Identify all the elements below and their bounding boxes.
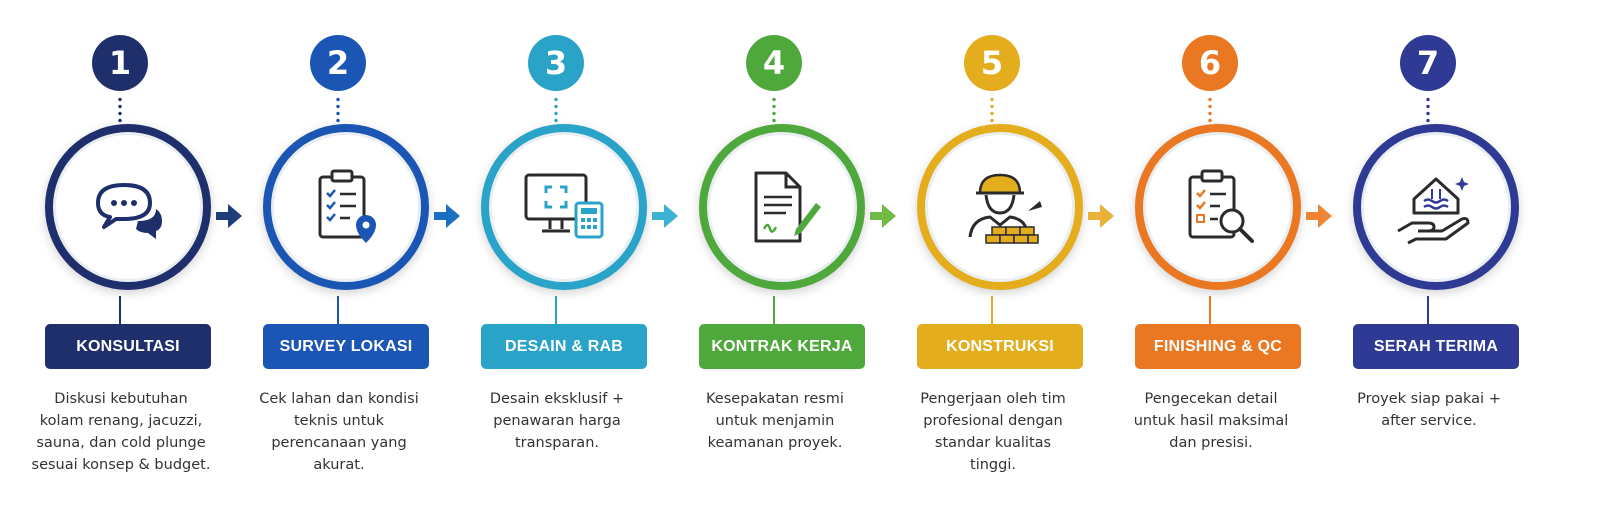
dotted-connector: [554, 96, 558, 124]
step-number-badge: 4: [746, 35, 802, 91]
step-7: 7 SERAH TERIMA Proyek siap pakai + after s…: [1316, 0, 1540, 530]
description-line: untuk menjamin: [715, 413, 835, 429]
description-line: Desain eksklusif +: [489, 391, 625, 407]
step-title: KONTRAK KERJA: [699, 324, 865, 369]
step-6: 6 FINISHING & QC Pengecekan detail untuk h…: [1098, 0, 1322, 530]
description-line: akurat.: [313, 457, 365, 473]
label-connector: [773, 296, 775, 324]
step-5: 5 KONSTRUKSI Pengerjaan oleh tim profesion…: [880, 0, 1104, 530]
description-line: penawaran harga: [493, 413, 621, 429]
dotted-connector: [1426, 96, 1430, 124]
dotted-connector: [990, 96, 994, 124]
step-description: Proyek siap pakai + after service.: [1326, 388, 1532, 432]
step-icon-circle: [699, 124, 865, 290]
label-connector: [555, 296, 557, 324]
description-line: sauna, dan cold plunge: [36, 435, 206, 451]
description-line: tinggi.: [970, 457, 1016, 473]
step-4: 4 KONTRAK KERJA Kesepakatan resmi untuk me…: [662, 0, 886, 530]
label-connector: [1427, 296, 1429, 324]
description-line: untuk hasil maksimal: [1133, 413, 1289, 429]
description-line: teknis untuk: [293, 413, 385, 429]
description-line: dan presisi.: [1169, 435, 1253, 451]
description-line: after service.: [1381, 413, 1477, 429]
step-3: 3 DESAIN & RAB Desain eksklusif + penawara…: [444, 0, 668, 530]
step-icon-circle: [481, 124, 647, 290]
dotted-connector: [118, 96, 122, 124]
description-line: profesional dengan: [923, 413, 1063, 429]
step-icon-circle: [917, 124, 1083, 290]
step-title: FINISHING & QC: [1135, 324, 1301, 369]
step-description: Diskusi kebutuhan kolam renang, jacuzzi, s…: [18, 388, 224, 476]
step-icon-circle: [1135, 124, 1301, 290]
step-icon-circle: [1353, 124, 1519, 290]
step-number-badge: 1: [92, 35, 148, 91]
dotted-connector: [1208, 96, 1212, 124]
step-description: Pengecekan detail untuk hasil maksimal dan…: [1108, 388, 1314, 454]
step-icon-circle: [45, 124, 211, 290]
step-description: Kesepakatan resmi untuk menjamin keamanan …: [672, 388, 878, 454]
arrow-right-icon: [652, 204, 678, 228]
description-line: keamanan proyek.: [707, 435, 843, 451]
description-line: Pengerjaan oleh tim: [920, 391, 1066, 407]
step-title: SURVEY LOKASI: [263, 324, 429, 369]
label-connector: [337, 296, 339, 324]
step-title: KONSULTASI: [45, 324, 211, 369]
label-connector: [1209, 296, 1211, 324]
step-number-badge: 5: [964, 35, 1020, 91]
description-line: Proyek siap pakai +: [1357, 391, 1501, 407]
arrow-right-icon: [1088, 204, 1114, 228]
description-line: Cek lahan dan kondisi: [259, 391, 419, 407]
dotted-connector: [772, 96, 776, 124]
step-number-badge: 7: [1400, 35, 1456, 91]
step-icon-circle: [263, 124, 429, 290]
description-line: Pengecekan detail: [1144, 391, 1278, 407]
step-description: Desain eksklusif + penawaran harga transpa…: [454, 388, 660, 454]
step-title: SERAH TERIMA: [1353, 324, 1519, 369]
arrow-right-icon: [434, 204, 460, 228]
description-line: kolam renang, jacuzzi,: [39, 413, 203, 429]
arrow-right-icon: [1306, 204, 1332, 228]
description-line: Diskusi kebutuhan: [54, 391, 188, 407]
label-connector: [119, 296, 121, 324]
step-number-badge: 3: [528, 35, 584, 91]
step-1: 1 KONSULTASI Diskusi kebutuhan kolam renan…: [8, 0, 232, 530]
arrow-right-icon: [216, 204, 242, 228]
label-connector: [991, 296, 993, 324]
step-title: DESAIN & RAB: [481, 324, 647, 369]
step-title: KONSTRUKSI: [917, 324, 1083, 369]
step-description: Cek lahan dan kondisi teknis untuk perenca…: [236, 388, 442, 476]
dotted-connector: [336, 96, 340, 124]
description-line: perencanaan yang: [271, 435, 407, 451]
step-2: 2 SURVEY LOKASI Cek lahan dan kondisi tekn…: [226, 0, 450, 530]
arrow-right-icon: [870, 204, 896, 228]
description-line: standar kualitas: [934, 435, 1052, 451]
description-line: sesuai konsep & budget.: [31, 457, 211, 473]
step-number-badge: 2: [310, 35, 366, 91]
description-line: Kesepakatan resmi: [706, 391, 844, 407]
step-number-badge: 6: [1182, 35, 1238, 91]
step-description: Pengerjaan oleh tim profesional dengan sta…: [890, 388, 1096, 476]
description-line: transparan.: [514, 435, 599, 451]
